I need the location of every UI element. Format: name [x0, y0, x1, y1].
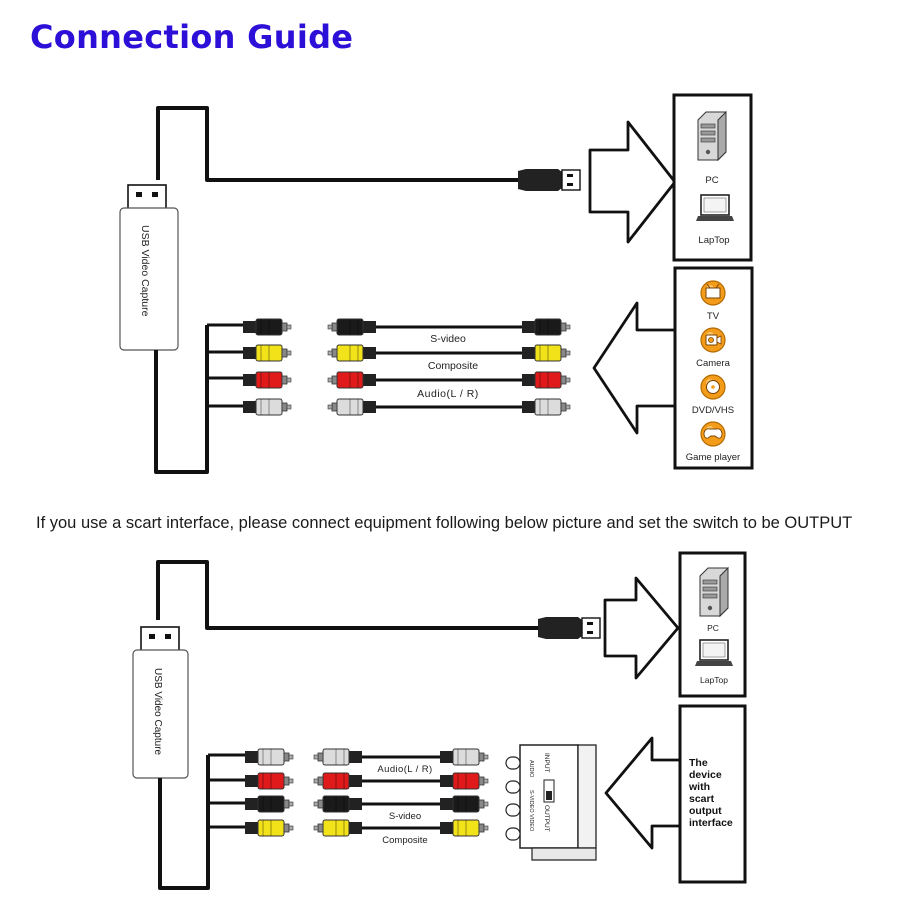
top-diagram: USB Video Capture S — [119, 93, 754, 474]
scart-device-label-line2: device — [689, 769, 722, 781]
top-arrow-from-sources — [592, 301, 678, 435]
bottom-arrow-to-pc — [603, 576, 680, 680]
bottom-svideo-label: S-video — [389, 811, 421, 822]
top-audio-red-cable — [327, 371, 571, 389]
top-usb-cable — [156, 106, 520, 182]
scart-device-label-line1: The — [689, 757, 708, 769]
bottom-bottom-cable — [158, 755, 210, 890]
tv-label: TV — [707, 311, 720, 322]
bottom-laptop-icon — [694, 639, 734, 667]
page-title: Connection Guide — [30, 18, 354, 56]
top-usb-connector — [127, 184, 167, 210]
bottom-pc-icon — [699, 567, 729, 617]
bottom-audio-red-plug-in — [244, 772, 294, 790]
top-capture-label: USB Video Capture — [139, 225, 151, 317]
top-audio-white-plug-in — [242, 398, 292, 416]
top-audio-red-plug-in — [242, 371, 292, 389]
bottom-usb-plug — [537, 616, 601, 640]
dvd-label: DVD/VHS — [692, 405, 734, 416]
top-audio-label: Audio(L / R) — [417, 388, 479, 400]
scart-device-box — [678, 704, 747, 884]
top-usb-plug — [517, 168, 581, 192]
top-svideo-cable — [327, 318, 571, 336]
bottom-composite-cable — [313, 819, 489, 837]
top-laptop-label: LapTop — [698, 235, 729, 246]
scart-svideo-video-label: S-VIDEO VIDEO — [528, 790, 534, 832]
scart-device-label-line6: interface — [689, 817, 733, 829]
bottom-audio-white-plug-in — [244, 748, 294, 766]
top-composite-plug-in — [242, 344, 292, 362]
bottom-audio-label: Audio(L / R) — [377, 764, 432, 775]
top-laptop-icon — [695, 194, 735, 222]
bottom-diagram: USB Video Capture Audio( — [132, 551, 747, 890]
scart-input-label: INPUT — [543, 753, 550, 773]
top-composite-label: Composite — [428, 360, 478, 372]
bottom-composite-plug-in — [244, 819, 294, 837]
bottom-svideo-cable — [313, 795, 489, 813]
scart-instruction: If you use a scart interface, please con… — [36, 514, 853, 532]
bottom-svideo-plug-in — [244, 795, 294, 813]
bottom-pc-label: PC — [707, 623, 719, 633]
bottom-capture-label: USB Video Capture — [152, 668, 163, 756]
scart-device-label-line5: output — [689, 805, 722, 817]
bottom-usb-connector — [140, 626, 180, 652]
top-svideo-plug-in — [242, 318, 292, 336]
game-player-icon — [700, 421, 726, 447]
scart-audio-label: AUDIO — [528, 760, 534, 778]
bottom-audio-red-cable — [313, 772, 489, 790]
top-composite-cable — [327, 344, 571, 362]
bottom-usb-cable — [156, 560, 540, 630]
top-pc-icon — [697, 111, 727, 161]
scart-device-label-line4: scart — [689, 793, 715, 805]
top-arrow-to-pc — [588, 120, 677, 244]
camera-label: Camera — [696, 358, 731, 369]
top-capture-device — [119, 207, 179, 351]
scart-output-label: OUTPUT — [543, 805, 550, 832]
top-bottom-cable — [154, 325, 209, 474]
top-pc-label: PC — [705, 175, 718, 186]
tv-icon — [700, 280, 726, 306]
bottom-audio-white-cable — [313, 748, 489, 766]
scart-adapter: INPUT OUTPUT AUDIO S-VIDEO VIDEO — [505, 744, 597, 861]
dvd-icon — [700, 374, 726, 400]
top-svideo-label: S-video — [430, 333, 466, 345]
bottom-arrow-from-device — [604, 736, 682, 850]
game-player-label: Game player — [686, 452, 740, 463]
bottom-laptop-label: LapTop — [700, 675, 728, 685]
bottom-composite-label: Composite — [382, 835, 427, 846]
scart-device-label-line3: with — [688, 781, 710, 793]
camera-icon — [700, 327, 726, 353]
top-audio-white-cable — [327, 398, 571, 416]
